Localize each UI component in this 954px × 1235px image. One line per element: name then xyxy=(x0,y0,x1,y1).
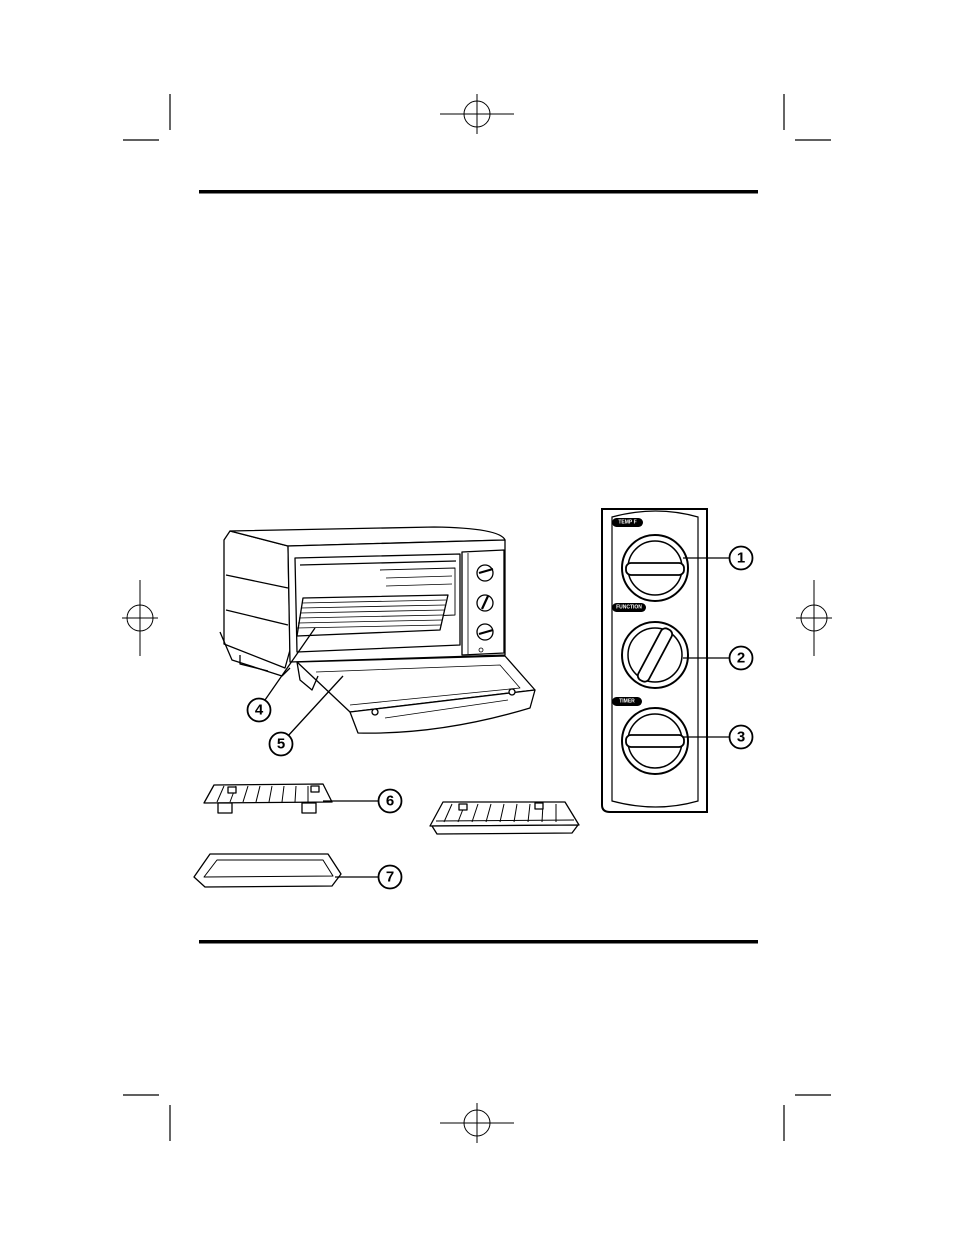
svg-text:TEMP F: TEMP F xyxy=(618,520,636,526)
svg-text:3: 3 xyxy=(737,729,745,746)
svg-text:4: 4 xyxy=(255,702,264,719)
svg-text:5: 5 xyxy=(277,736,285,753)
svg-text:2: 2 xyxy=(737,650,745,667)
broil-rack-in-pan xyxy=(430,802,579,834)
registration-target-right xyxy=(796,580,832,656)
callout-5: 5 xyxy=(270,733,293,756)
svg-text:6: 6 xyxy=(386,793,394,810)
registration-target-left xyxy=(122,580,158,656)
timer-knob[interactable] xyxy=(622,708,688,774)
callout-6: 6 xyxy=(379,790,402,813)
svg-text:1: 1 xyxy=(737,550,745,567)
temperature-knob[interactable] xyxy=(622,535,688,601)
bottom-rule xyxy=(199,940,758,944)
callout-2: 2 xyxy=(730,647,753,670)
top-rule xyxy=(199,190,758,194)
svg-text:FUNCTION: FUNCTION xyxy=(616,605,642,611)
svg-text:7: 7 xyxy=(386,869,394,886)
callout-7: 7 xyxy=(379,866,402,889)
callout-3: 3 xyxy=(730,726,753,749)
broil-rack xyxy=(204,784,332,813)
bake-pan xyxy=(194,854,341,887)
callout-4: 4 xyxy=(248,699,271,722)
knob-label-temp: TEMP F xyxy=(612,518,643,527)
registration-target-top xyxy=(440,94,514,134)
knob-label-timer: TIMER xyxy=(612,697,642,706)
function-knob[interactable] xyxy=(622,622,688,688)
svg-text:TIMER: TIMER xyxy=(619,699,635,705)
callout-1: 1 xyxy=(730,547,753,570)
registration-target-bottom xyxy=(440,1103,514,1143)
knob-label-function: FUNCTION xyxy=(612,603,646,612)
